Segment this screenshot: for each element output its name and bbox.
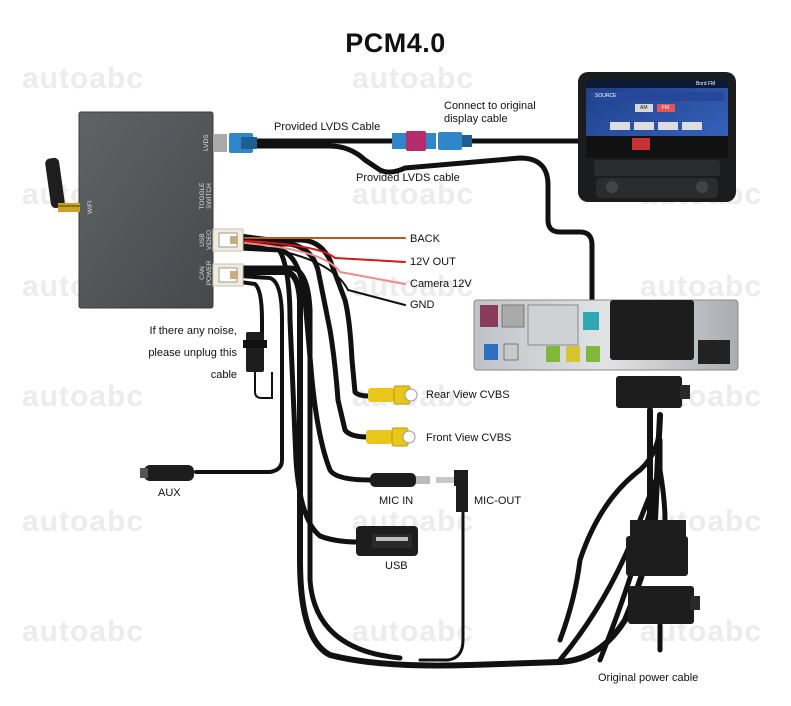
power-to-plug — [557, 412, 663, 643]
interface-box — [45, 111, 214, 309]
usb-port — [356, 526, 418, 556]
label-original-power: Original power cable — [598, 672, 699, 684]
label-mic-out: MIC-OUT — [474, 495, 522, 507]
port-label-wifi: WIFI — [87, 200, 94, 214]
lvds-cable-mid — [255, 143, 595, 315]
label-connect-original: Connect to original display cable — [444, 100, 536, 125]
label-front-view: Front View CVBS — [426, 432, 512, 444]
watermark: autoabc — [352, 270, 475, 303]
watermark: autoabc — [22, 505, 145, 538]
port-label-usb-video: USB VIDEO — [199, 229, 213, 251]
port-label-can-power: CAN POWER — [199, 260, 213, 286]
label-rear-view: Rear View CVBS — [426, 389, 510, 401]
mic-out-wire — [418, 510, 465, 662]
label-camera-12v: Camera 12V — [410, 278, 472, 290]
label-gnd: GND — [410, 299, 435, 311]
port-label-lvds: LVDS — [203, 134, 210, 152]
label-mic-in: MIC IN — [379, 495, 414, 507]
v12-out-wire — [244, 240, 406, 263]
head-unit — [578, 72, 736, 202]
power-plug-top — [616, 376, 690, 408]
label-back: BACK — [410, 233, 440, 245]
video-bundle-1 — [237, 237, 373, 399]
watermark: autoabc — [22, 615, 145, 648]
label-12v-out: 12V OUT — [410, 256, 456, 268]
rca-front — [366, 427, 416, 447]
label-usb: USB — [385, 560, 408, 572]
watermark: autoabc — [352, 615, 475, 648]
screen-source-label: SOURCE — [595, 93, 617, 99]
label-aux: AUX — [158, 487, 181, 499]
noise-plug — [243, 332, 273, 399]
gnd-wire — [244, 244, 406, 306]
watermark: autoabc — [640, 270, 763, 303]
port-label-toggle: TOGGLE SWITCH — [199, 182, 213, 210]
page-title: PCM4.0 — [345, 28, 446, 58]
watermark: autoabc — [352, 62, 475, 95]
label-provided-lvds-top: Provided LVDS Cable — [274, 121, 381, 133]
power-plug-middle — [626, 520, 688, 576]
watermark: autoabc — [352, 178, 475, 211]
screen-am-button: AM — [640, 105, 648, 111]
label-noise-note: If there any noise, please unplug this c… — [148, 325, 237, 381]
noise-cable — [238, 280, 264, 362]
power-cable-2 — [237, 265, 403, 661]
screen-station: Bord FM — [696, 81, 716, 87]
mic-cable — [237, 245, 373, 483]
aux-cable — [194, 274, 284, 474]
rca-rear — [368, 385, 418, 405]
watermark: autoabc — [22, 380, 145, 413]
watermark: autoabc — [22, 62, 145, 95]
mic-out-plug — [436, 470, 468, 512]
mic-in-jack — [370, 473, 430, 487]
label-provided-lvds-mid: Provided LVDS cable — [356, 172, 460, 184]
camera-12v-wire — [244, 242, 406, 285]
power-plug-bottom — [628, 586, 700, 624]
rear-connector-panel — [473, 299, 739, 371]
aux-jack — [140, 465, 194, 481]
screen-fm-button: FM — [662, 105, 670, 111]
video-bundle-2 — [237, 241, 371, 440]
